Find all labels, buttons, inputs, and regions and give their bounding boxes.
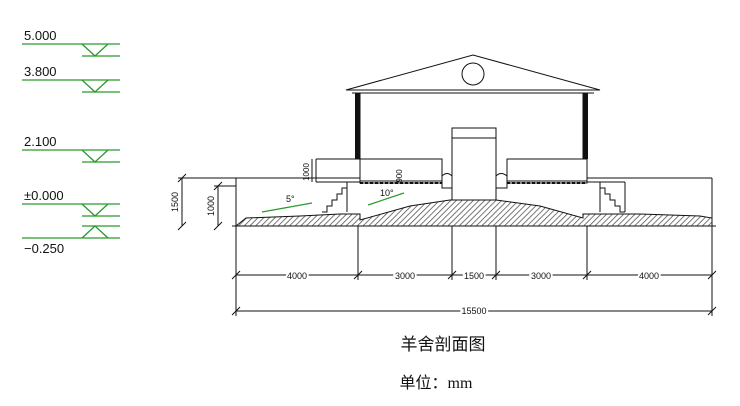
slatted-floor-right — [506, 158, 588, 184]
dim-label: 3000 — [395, 271, 415, 281]
slatted-floor-left — [359, 158, 443, 184]
elevation-label: ±0.000 — [24, 188, 64, 203]
elevation-label: 2.100 — [24, 134, 57, 149]
feed-trough-right — [495, 173, 508, 189]
dim-label: 1500 — [464, 271, 484, 281]
dim-label: 4000 — [287, 271, 307, 281]
elevation-marker-0000: ±0.000 — [22, 188, 120, 239]
elevation-marker-minus-0250: −0.250 — [22, 237, 120, 256]
drawing-title: 羊舍剖面图 — [401, 335, 486, 354]
right-wall — [583, 93, 588, 159]
vertical-dimension-wall-left: 1000 900 — [302, 159, 404, 183]
left-shed — [235, 158, 360, 226]
dim-label: 900 — [395, 169, 404, 183]
left-wall — [355, 93, 360, 159]
elevation-marker-2100: 2.100 — [22, 134, 120, 163]
dim-label-total: 15500 — [461, 306, 486, 316]
dim-label: 4000 — [639, 271, 659, 281]
elevation-marker-5000: 5.000 — [22, 28, 120, 57]
vent-window — [461, 62, 485, 86]
dim-label: 1500 — [170, 192, 180, 212]
elevation-marker-3800: 3.800 — [22, 64, 120, 93]
dim-label: 1000 — [206, 196, 216, 216]
elevation-label: −0.250 — [24, 241, 64, 256]
slope-annotation-left: 5° — [261, 194, 313, 213]
elevation-label: 3.800 — [24, 64, 57, 79]
dim-label: 3000 — [531, 271, 551, 281]
roof — [345, 54, 601, 94]
elevation-label: 5.000 — [24, 28, 57, 43]
unit-label: 单位：mm — [400, 374, 473, 392]
slope-label: 10° — [380, 188, 394, 198]
vertical-dimension-outer: 1500 — [170, 173, 236, 231]
dim-label: 1000 — [302, 163, 311, 181]
feed-trough-left — [441, 173, 453, 189]
hatched-floor — [234, 199, 713, 227]
slope-label: 5° — [286, 194, 295, 204]
vertical-dimension-inner: 1000 — [206, 181, 236, 231]
slope-annotation-right: 10° — [367, 188, 405, 206]
dimension-chain: 4000 3000 1500 3000 4000 15500 — [231, 226, 717, 318]
